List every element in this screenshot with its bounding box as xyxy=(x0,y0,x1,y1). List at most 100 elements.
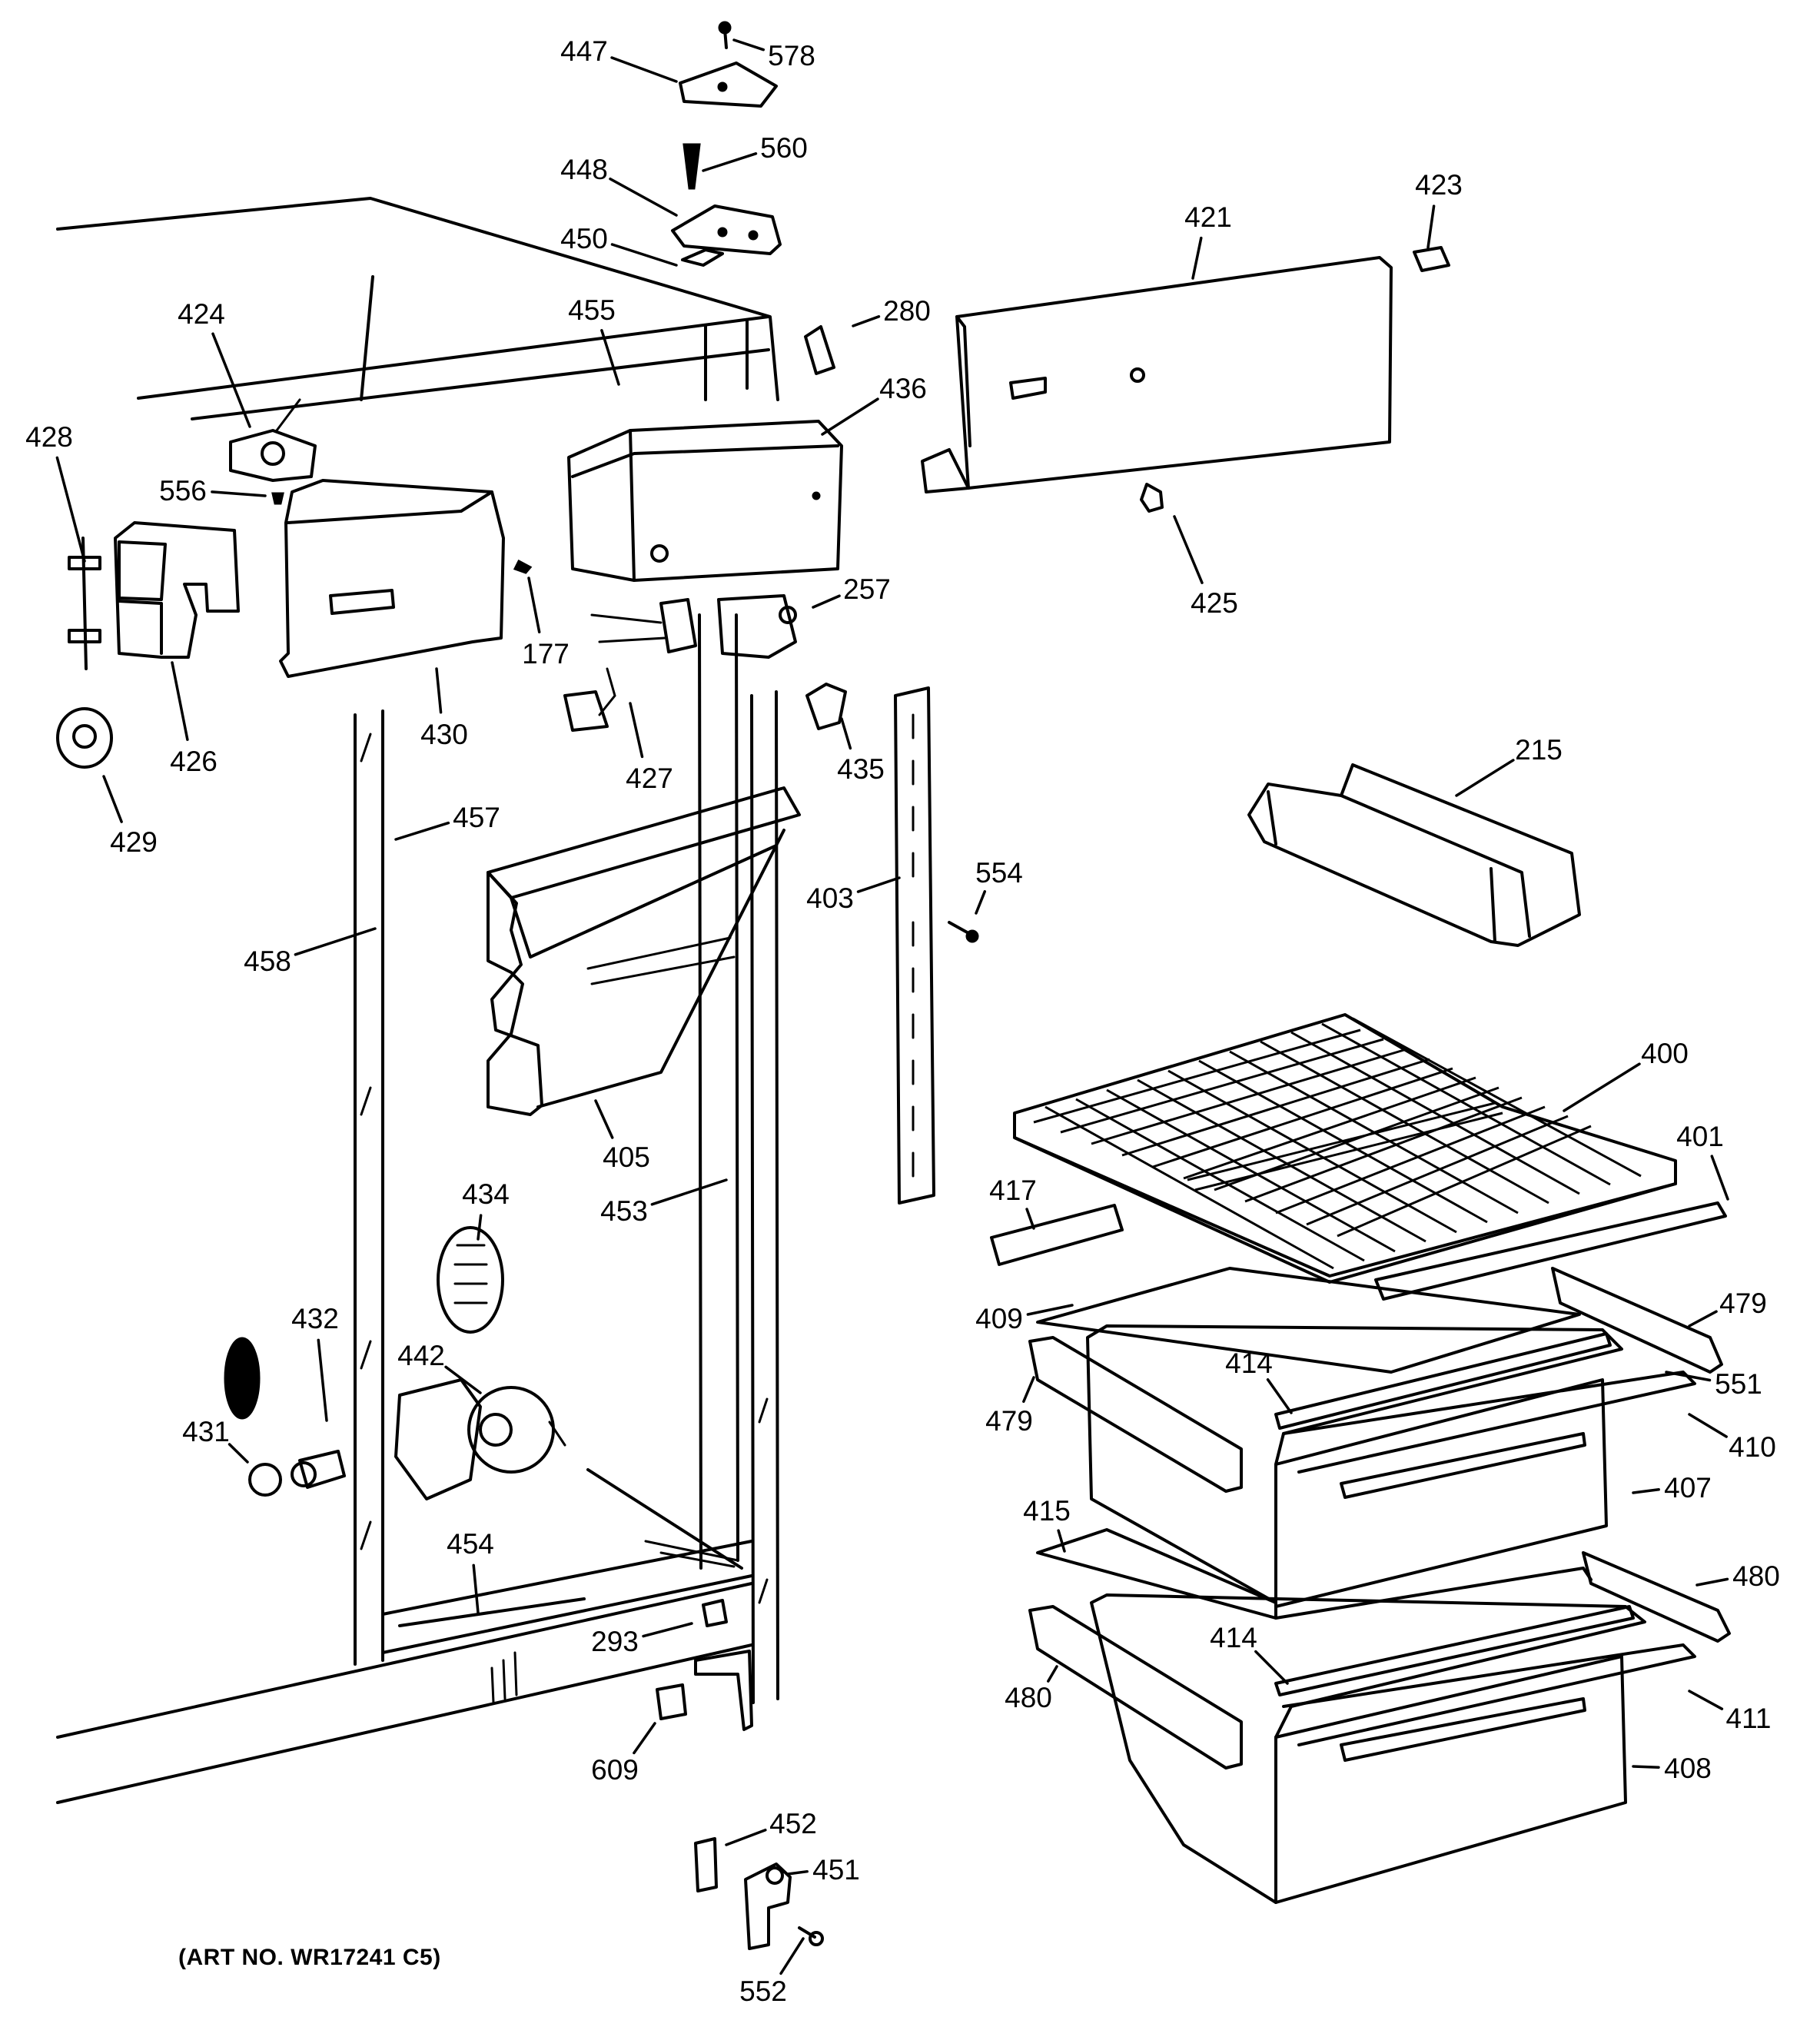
leader-line xyxy=(1563,1062,1641,1112)
leader-line xyxy=(435,667,443,714)
callout-label: 410 xyxy=(1729,1431,1776,1463)
leader-line xyxy=(1022,1376,1035,1404)
callout-458: 458 xyxy=(244,927,377,977)
callout-label: 403 xyxy=(806,882,854,914)
callout-label: 177 xyxy=(522,638,570,670)
deli-bin xyxy=(1247,763,1581,947)
callout-label: 425 xyxy=(1191,587,1238,619)
callout-425: 425 xyxy=(1173,515,1238,619)
leader-line xyxy=(856,876,901,893)
callout-label: 480 xyxy=(1732,1560,1780,1592)
leader-line xyxy=(444,1365,482,1394)
callout-560: 560 xyxy=(702,132,808,172)
callout-label: 431 xyxy=(182,1416,230,1447)
callout-407: 407 xyxy=(1632,1472,1712,1504)
callout-434: 434 xyxy=(462,1178,510,1241)
callout-452: 452 xyxy=(725,1808,817,1846)
callout-423: 423 xyxy=(1415,169,1463,249)
callout-label: 293 xyxy=(591,1626,639,1657)
leader-line xyxy=(840,717,852,750)
leader-line xyxy=(102,775,123,823)
leader-line xyxy=(227,1443,249,1464)
light-shield xyxy=(804,246,1450,513)
leader-line xyxy=(1426,204,1436,249)
leader-line xyxy=(1695,1577,1729,1587)
leader-line xyxy=(1688,1413,1728,1438)
callout-400: 400 xyxy=(1563,1038,1689,1112)
callout-label: 448 xyxy=(560,154,608,185)
callout-409: 409 xyxy=(975,1303,1074,1334)
control-housing xyxy=(567,420,843,582)
leader-line xyxy=(650,1178,728,1206)
callout-label: 442 xyxy=(397,1340,445,1371)
callout-455: 455 xyxy=(568,294,620,386)
callout-556: 556 xyxy=(159,475,267,507)
callout-430: 430 xyxy=(420,667,468,750)
callout-454: 454 xyxy=(447,1528,494,1614)
callout-label: 455 xyxy=(568,294,616,326)
callout-label: 429 xyxy=(110,826,158,858)
callout-label: 414 xyxy=(1225,1347,1273,1379)
callout-label: 457 xyxy=(453,802,500,833)
leader-line xyxy=(821,397,879,436)
callout-label: 423 xyxy=(1415,169,1463,201)
callout-479b: 479 xyxy=(985,1376,1035,1437)
callout-447: 447 xyxy=(560,35,678,83)
callout-480b: 480 xyxy=(1005,1665,1058,1713)
callout-450: 450 xyxy=(560,223,678,267)
callout-609: 609 xyxy=(591,1722,656,1786)
leader-line xyxy=(1632,1765,1660,1769)
callout-label: 479 xyxy=(985,1405,1033,1437)
callout-554: 554 xyxy=(975,857,1023,915)
callout-552: 552 xyxy=(739,1937,805,2007)
callout-label: 426 xyxy=(170,746,218,777)
leader-line xyxy=(629,702,644,759)
callout-label: 451 xyxy=(812,1854,860,1886)
leader-line xyxy=(1688,1310,1718,1327)
leader-line xyxy=(732,38,766,52)
callout-431: 431 xyxy=(182,1416,249,1464)
callout-label: 424 xyxy=(178,298,225,330)
callout-label: 427 xyxy=(626,763,673,794)
callout-293: 293 xyxy=(591,1622,693,1657)
wire-harness-timer xyxy=(563,594,847,732)
evaporator-cover xyxy=(487,786,801,1116)
leader-line xyxy=(1025,1208,1035,1230)
leader-line xyxy=(317,1338,328,1422)
shelf-ladder xyxy=(894,686,979,1205)
callout-578: 578 xyxy=(732,38,815,71)
callout-label: 450 xyxy=(560,223,608,254)
callout-label: 407 xyxy=(1664,1472,1712,1504)
callout-label: 434 xyxy=(462,1178,510,1210)
leader-line xyxy=(610,243,678,267)
callout-451: 451 xyxy=(786,1854,860,1886)
callout-177: 177 xyxy=(522,577,570,670)
callout-label: 578 xyxy=(768,40,815,71)
leader-line xyxy=(472,1563,480,1614)
callout-408: 408 xyxy=(1632,1753,1712,1784)
callout-401: 401 xyxy=(1676,1121,1729,1201)
leader-line xyxy=(1710,1155,1729,1201)
top-hinge-group xyxy=(671,21,782,267)
leader-line xyxy=(786,1869,809,1876)
leader-line xyxy=(55,456,86,563)
leader-line xyxy=(633,1722,656,1755)
callout-label: 430 xyxy=(420,719,468,750)
art-number-note: (ART NO. WR17241 C5) xyxy=(178,1945,441,1970)
callout-label: 480 xyxy=(1005,1682,1052,1713)
leader-line xyxy=(394,821,450,841)
cabinet-liner xyxy=(56,197,779,1804)
bottom-hinge-group xyxy=(656,1599,824,1950)
wire-shelf xyxy=(1013,1013,1677,1284)
leader-line xyxy=(1688,1690,1724,1710)
leader-line xyxy=(171,661,189,741)
callout-label: 215 xyxy=(1515,734,1563,766)
callout-label: 280 xyxy=(883,295,931,327)
leader-line xyxy=(1057,1529,1066,1553)
callout-429: 429 xyxy=(102,775,158,858)
leader-line xyxy=(1173,515,1204,584)
callout-403: 403 xyxy=(806,876,901,914)
callout-410: 410 xyxy=(1688,1413,1776,1463)
